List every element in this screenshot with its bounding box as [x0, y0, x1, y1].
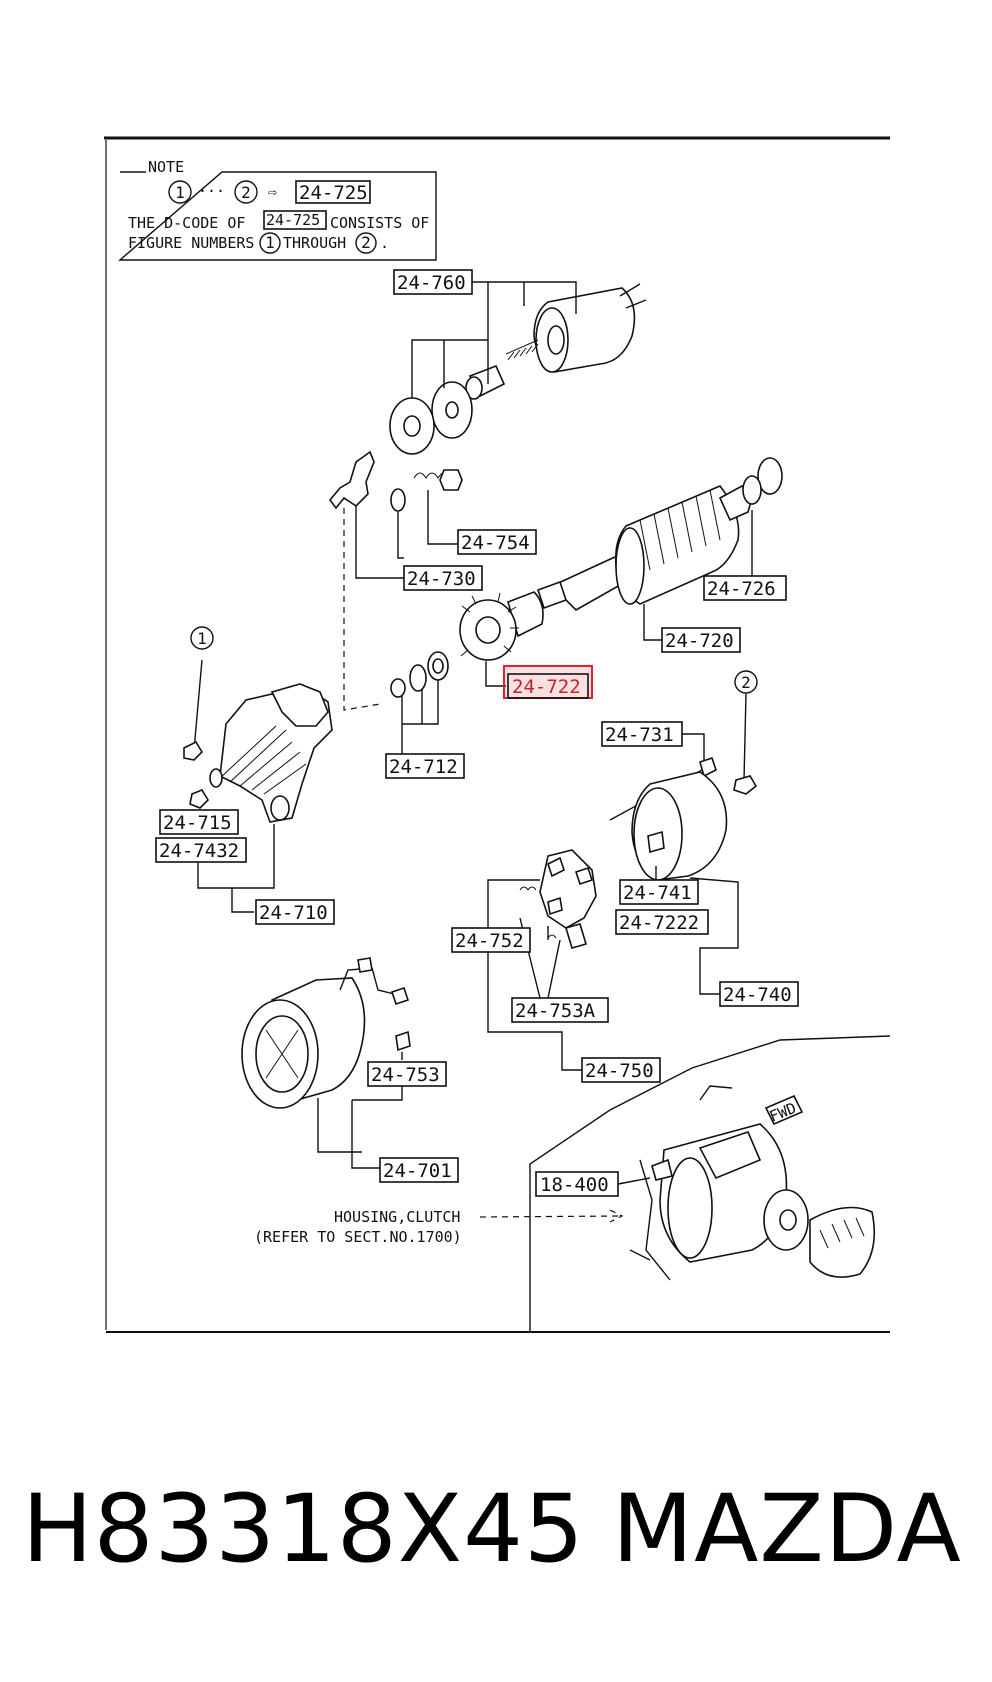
part-label-box-24-740	[719, 981, 799, 1007]
pinion-clutch-drawing	[459, 591, 544, 668]
note-line2-end: .	[380, 234, 389, 252]
note-line2-c2: 2	[361, 233, 371, 252]
brush-holder-drawing	[519, 849, 597, 949]
shift-lever-drawing	[328, 450, 463, 512]
note-box: NOTE 1 ··· 2 ⇨ 24-725 THE D-CODE OF 24-7…	[118, 158, 437, 261]
note-title: NOTE	[148, 158, 184, 176]
part-label-24-701[interactable]: 24-701	[383, 1160, 452, 1182]
callout-1: 1	[197, 629, 207, 648]
part-label-24-7432[interactable]: 24-7432	[159, 840, 239, 862]
part-label-24-730[interactable]: 24-730	[407, 568, 476, 590]
rear-cover-drawing: 2	[609, 670, 758, 881]
front-housing-drawing: 1	[183, 626, 333, 823]
part-label-box-24-710	[255, 899, 335, 925]
part-label-box-24-760	[393, 269, 473, 295]
note-line2-c1: 1	[265, 233, 275, 252]
inset-border	[529, 1035, 891, 1332]
part-label-box-24-722	[507, 673, 589, 699]
part-label-24-720[interactable]: 24-720	[665, 630, 734, 652]
part-label-box-24-715	[159, 809, 239, 835]
part-label-24-753[interactable]: 24-753	[371, 1064, 440, 1086]
note-line2-mid: THROUGH	[283, 234, 346, 252]
part-label-box-24-753	[367, 1061, 447, 1087]
note-line2-pre: FIGURE NUMBERS	[128, 234, 254, 252]
footer-part-number: H83318X45	[22, 1475, 585, 1584]
callout-2: 2	[741, 673, 751, 692]
part-label-24-760[interactable]: 24-760	[397, 272, 466, 294]
part-label-24-740[interactable]: 24-740	[723, 984, 792, 1006]
yoke-drawing	[241, 957, 411, 1109]
part-label-box-24-701	[379, 1157, 459, 1183]
part-label-box-24-720	[661, 627, 741, 653]
note-line1-code: 24-725	[266, 211, 320, 229]
footer-brand: MAZDA	[612, 1475, 962, 1584]
part-label-24-750[interactable]: 24-750	[585, 1060, 654, 1082]
part-label-box-24-726	[703, 575, 787, 601]
assembled-starter-drawing: FWD	[629, 1085, 876, 1281]
part-label-24-754[interactable]: 24-754	[461, 532, 530, 554]
note-ref-code: 24-725	[299, 182, 368, 204]
part-label-box-24-752	[451, 927, 531, 953]
part-label-24-722[interactable]: 24-722	[512, 676, 581, 698]
housing-clutch-reference[interactable]: (REFER TO SECT.NO.1700)	[254, 1228, 462, 1246]
part-label-box-24-750	[581, 1057, 661, 1083]
part-label-box-24-753A	[511, 997, 609, 1023]
part-label-18-400[interactable]: 18-400	[540, 1174, 609, 1196]
starter-motor-parts-diagram: NOTE 1 ··· 2 ⇨ 24-725 THE D-CODE OF 24-7…	[104, 136, 891, 1333]
housing-clutch-label[interactable]: HOUSING,CLUTCH	[334, 1208, 460, 1226]
note-ellipsis: ···	[198, 182, 225, 200]
part-label-24-726[interactable]: 24-726	[707, 578, 776, 600]
part-label-box-24-754	[457, 529, 537, 555]
note-line1-post: CONSISTS OF	[330, 214, 429, 232]
part-label-24-712[interactable]: 24-712	[389, 756, 458, 778]
part-label-box-24-7432	[155, 837, 247, 863]
solenoid-drawing	[389, 283, 647, 455]
part-label-24-753A[interactable]: 24-753A	[515, 1000, 596, 1022]
note-circle-end: 2	[241, 183, 251, 202]
part-label-24-752[interactable]: 24-752	[455, 930, 524, 952]
part-label-box-24-730	[403, 565, 483, 591]
part-label-24-710[interactable]: 24-710	[259, 902, 328, 924]
part-label-24-741[interactable]: 24-741	[623, 882, 692, 904]
part-label-24-715[interactable]: 24-715	[163, 812, 232, 834]
washers-drawing	[390, 651, 449, 698]
highlight-box-24-722	[503, 665, 593, 699]
note-line1-pre: THE D-CODE OF	[128, 214, 245, 232]
part-label-24-7222[interactable]: 24-7222	[619, 912, 699, 934]
note-circle-start: 1	[175, 183, 185, 202]
part-label-box-24-741	[619, 879, 699, 905]
part-label-box-24-7222	[615, 909, 709, 935]
part-label-box-24-712	[385, 753, 465, 779]
armature-drawing	[536, 457, 783, 611]
footer: H83318X45 MAZDA	[0, 1470, 992, 1590]
part-label-24-731[interactable]: 24-731	[605, 724, 674, 746]
note-arrow: ⇨	[268, 183, 277, 201]
